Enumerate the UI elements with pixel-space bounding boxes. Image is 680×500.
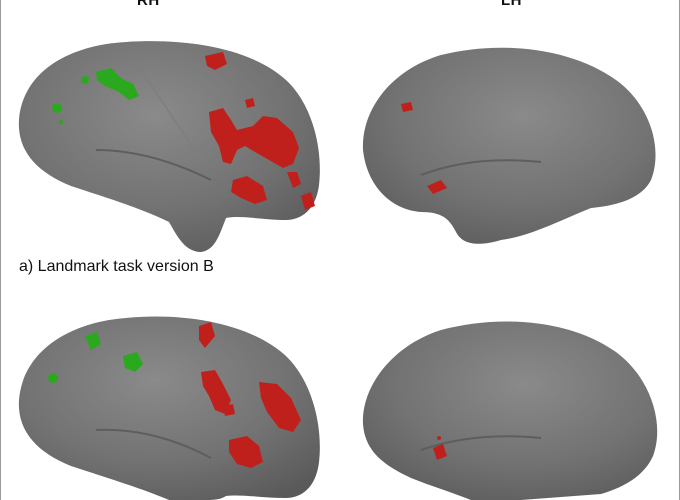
brain-rh-top [18,41,320,253]
green-clusters-bottom [48,332,143,383]
caption-landmark-task: a) Landmark task version B [19,258,214,275]
label-right-hemisphere: RH [137,0,160,9]
green-clusters [52,68,139,124]
brain-rh-bottom [18,316,320,500]
brain-lh-top [362,47,656,244]
red-clusters-bottom [199,322,301,468]
label-left-hemisphere: LH [501,0,522,9]
red-clusters-lh-bottom [433,436,447,460]
brain-lh-bottom [362,321,658,500]
red-clusters-lh [401,102,447,194]
red-clusters [205,52,315,210]
